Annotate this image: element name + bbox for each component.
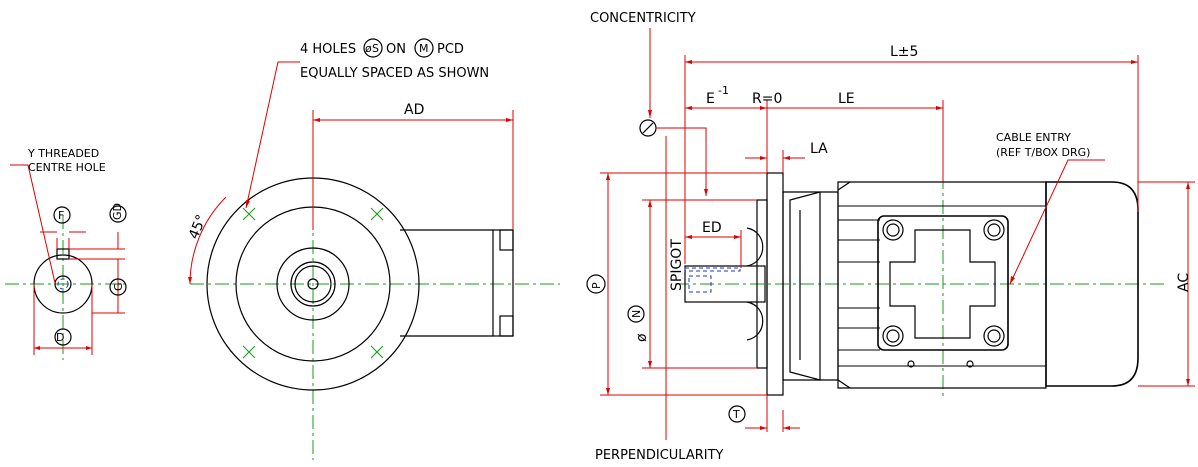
e-sup-label: -1	[718, 84, 729, 97]
holes-s-label: ø	[365, 42, 372, 55]
ac-label: AC	[1176, 273, 1192, 292]
ed-label: ED	[702, 220, 722, 236]
t-label: T	[732, 408, 740, 421]
spigot-phi: ø	[634, 333, 650, 342]
spigot-word: SPIGOT	[669, 239, 685, 291]
threaded-label-1: Y THREADED	[27, 147, 99, 160]
perpendicularity-label: PERPENDICULARITY	[595, 448, 724, 463]
threaded-label-2: CENTRE HOLE	[28, 161, 106, 174]
angle-label: 45°	[186, 213, 210, 242]
cable-label-1: CABLE ENTRY	[996, 131, 1071, 144]
holes-m: M	[419, 42, 429, 55]
holes-label-1: 4 HOLES	[300, 42, 356, 57]
holes-label-2: EQUALLY SPACED AS SHOWN	[300, 66, 489, 81]
p-label: P	[590, 282, 603, 289]
la-label: LA	[810, 141, 828, 157]
holes-s: S	[372, 42, 379, 55]
g-label: G	[112, 282, 125, 291]
concentricity-label: CONCENTRICITY	[590, 11, 696, 26]
holes-on: ON	[386, 42, 406, 57]
motor-side-view: L±5 E -1 R=0 LE LA ED CONCENTRICITY PERP…	[586, 11, 1195, 463]
spigot-n: N	[630, 310, 643, 318]
r-label: R=0	[752, 91, 782, 107]
le-label: LE	[838, 91, 855, 107]
cable-label-2: (REF T/BOX DRG)	[996, 146, 1090, 159]
f-label: F	[58, 209, 64, 222]
d-label: D	[56, 331, 64, 344]
holes-pcd: PCD	[437, 42, 464, 57]
gd-label: GD	[111, 203, 124, 220]
e-label: E	[706, 91, 715, 107]
l-label: L±5	[890, 44, 918, 60]
shaft-end-view: F GD G D Y THREADED CENTRE HOLE	[5, 147, 127, 360]
ad-label: AD	[404, 102, 424, 118]
flange-front-view: AD 45° 4 HOLES ø S ON M PCD EQUALLY SPAC…	[186, 38, 560, 460]
